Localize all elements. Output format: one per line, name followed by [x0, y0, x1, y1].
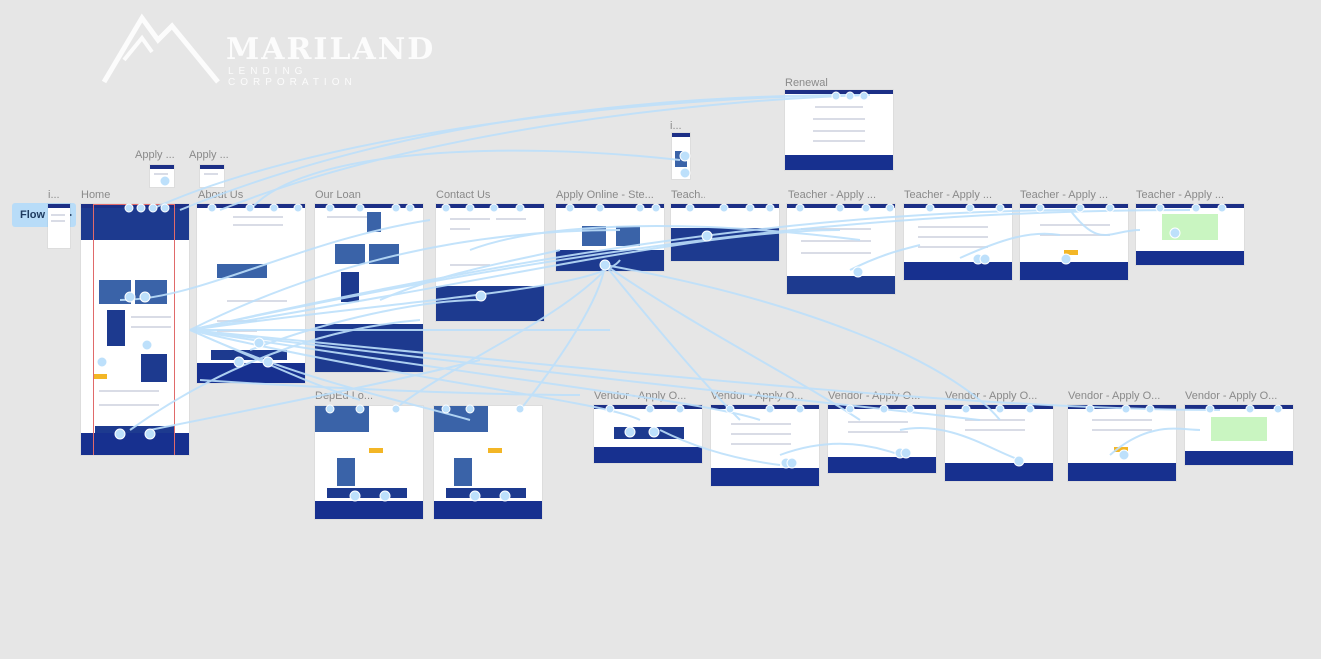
- frame-teacher-1[interactable]: [787, 204, 895, 294]
- frame-renewal[interactable]: [785, 90, 893, 170]
- frame-deped-1[interactable]: [315, 406, 423, 519]
- frame-teacher-2[interactable]: [904, 204, 1012, 280]
- frame-info-left[interactable]: [48, 204, 70, 248]
- frame-title-vendor-1[interactable]: Vendor - Apply O...: [594, 390, 687, 402]
- frame-vendor-2[interactable]: [711, 405, 819, 486]
- frame-about[interactable]: [197, 204, 305, 383]
- frame-title-renewal[interactable]: Renewal: [785, 77, 828, 89]
- frame-our-loan[interactable]: [315, 204, 423, 372]
- frame-deped-2[interactable]: [434, 406, 542, 519]
- frame-vendor-3[interactable]: [828, 405, 936, 473]
- frame-info-top[interactable]: [672, 133, 690, 179]
- frame-title-apply-online[interactable]: Apply Online - Ste...: [556, 189, 654, 201]
- frame-title-teacher-4[interactable]: Teacher - Apply ...: [1136, 189, 1225, 201]
- frame-title-home[interactable]: Home: [81, 189, 111, 201]
- frame-vendor-6[interactable]: [1185, 405, 1293, 465]
- frame-vendor-4[interactable]: [945, 405, 1053, 481]
- brand-watermark: MARILAND LENDING CORPORATION: [100, 12, 440, 92]
- frame-apply-b[interactable]: [200, 165, 224, 187]
- frame-title-vendor-6[interactable]: Vendor - Apply O...: [1185, 390, 1278, 402]
- frame-vendor-1[interactable]: [594, 405, 702, 463]
- frame-title-apply-a[interactable]: Apply ...: [135, 149, 175, 161]
- flow-label: Flow 1: [20, 209, 55, 221]
- frame-title-contact[interactable]: Contact Us: [436, 189, 491, 201]
- frame-vendor-5[interactable]: [1068, 405, 1176, 481]
- mountain-logo-icon: [101, 13, 220, 84]
- frame-title-teacher-1[interactable]: Teacher - Apply ...: [788, 189, 877, 201]
- frame-title-vendor-3[interactable]: Vendor - Apply O...: [828, 390, 921, 402]
- frame-teacher-3[interactable]: [1020, 204, 1128, 280]
- frame-title-vendor-4[interactable]: Vendor - Apply O...: [945, 390, 1038, 402]
- frame-title-about[interactable]: About Us: [198, 189, 244, 201]
- frame-title-apply-b[interactable]: Apply ...: [189, 149, 229, 161]
- frame-title-info-top[interactable]: i...: [670, 120, 682, 132]
- frame-home[interactable]: [81, 204, 189, 455]
- frame-title-deped[interactable]: DepEd Lo...: [315, 390, 374, 402]
- frame-title-teacher-2[interactable]: Teacher - Apply ...: [904, 189, 993, 201]
- frame-teach[interactable]: [671, 204, 779, 261]
- frame-apply-online[interactable]: [556, 204, 664, 271]
- frame-teacher-4[interactable]: [1136, 204, 1244, 265]
- frame-title-teacher-3[interactable]: Teacher - Apply ...: [1020, 189, 1109, 201]
- frame-title-info-left[interactable]: i...: [48, 189, 60, 201]
- frame-contact[interactable]: [436, 204, 544, 321]
- frame-title-vendor-2[interactable]: Vendor - Apply O...: [711, 390, 804, 402]
- frame-apply-a[interactable]: [150, 165, 174, 187]
- brand-name: MARILAND: [226, 32, 436, 67]
- frame-title-teach[interactable]: Teach...: [671, 189, 705, 201]
- frame-title-vendor-5[interactable]: Vendor - Apply O...: [1068, 390, 1161, 402]
- brand-subtitle: LENDING CORPORATION: [228, 66, 357, 88]
- frame-title-our-loan[interactable]: Our Loan: [315, 189, 361, 201]
